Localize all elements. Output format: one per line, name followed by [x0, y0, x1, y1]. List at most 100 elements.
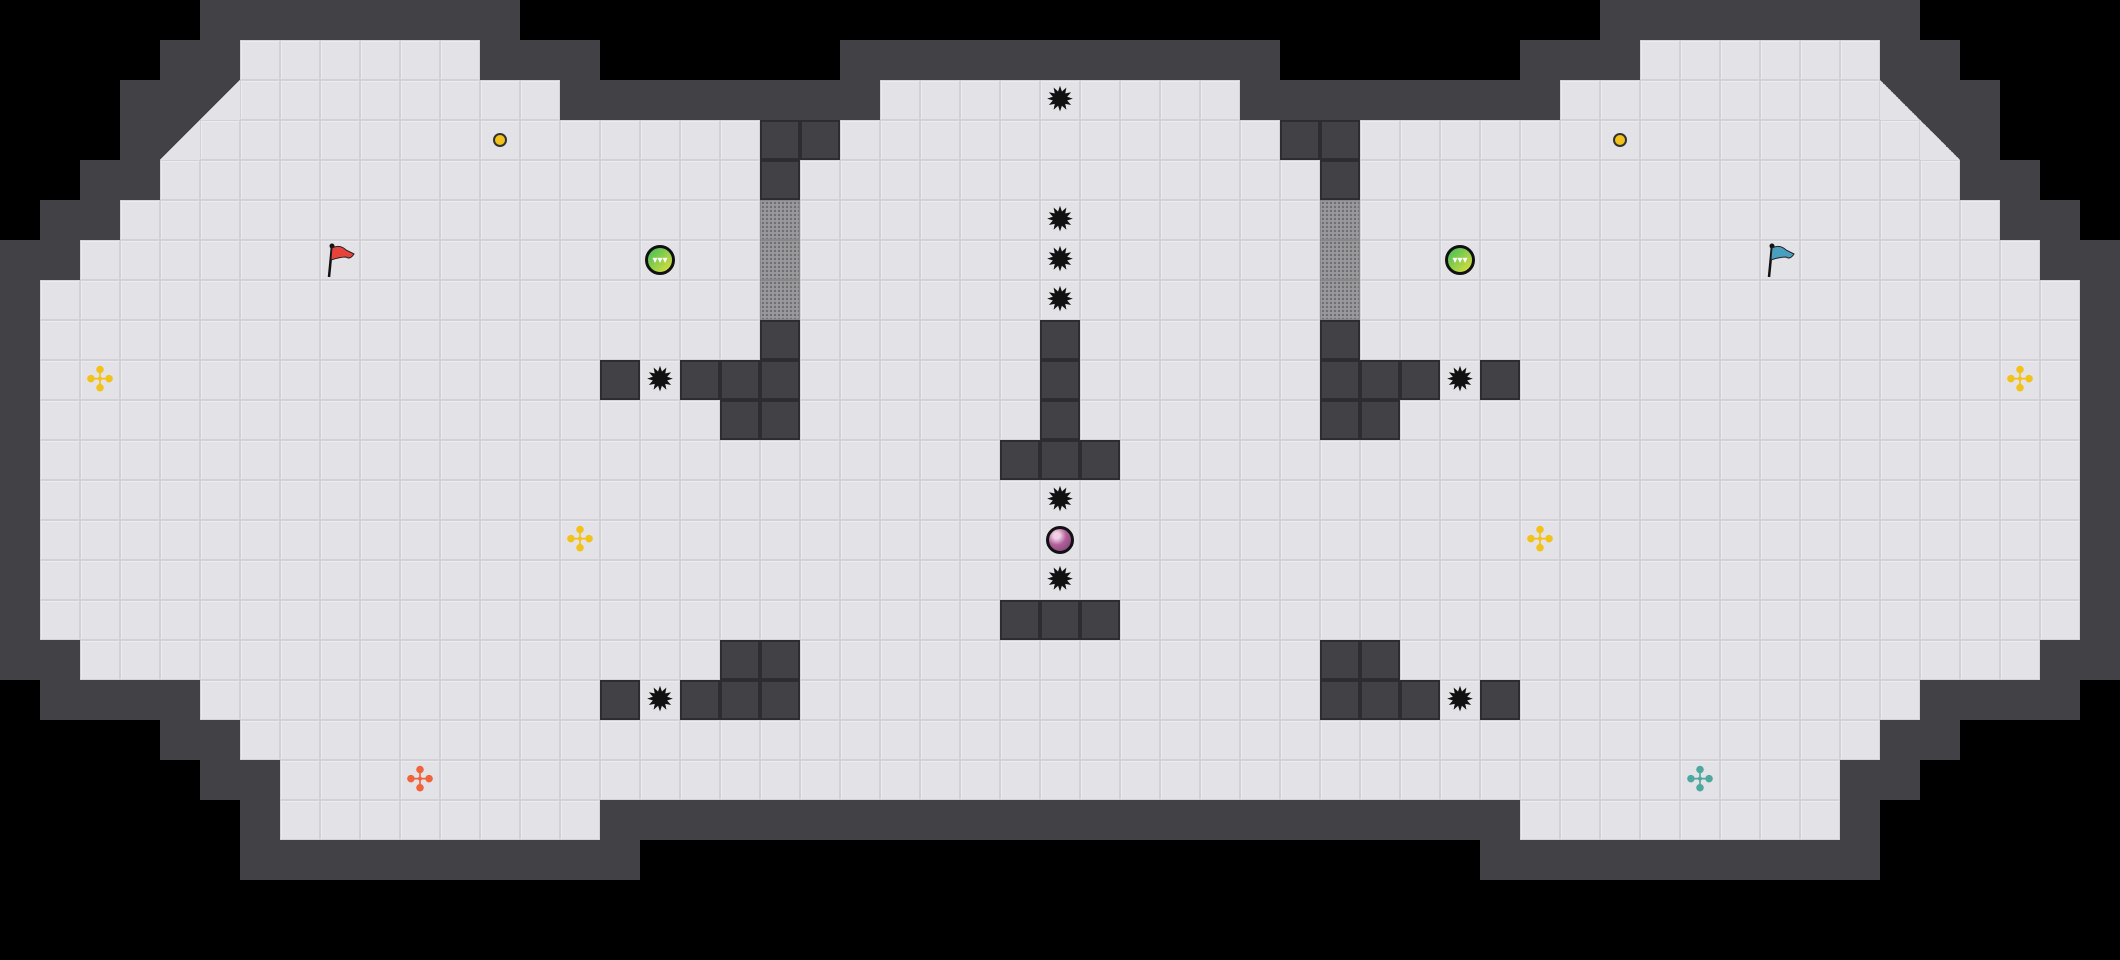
floor-tile: [240, 120, 280, 160]
floor-tile: [1600, 760, 1640, 800]
floor-tile: [2040, 480, 2080, 520]
floor-tile: [1280, 160, 1320, 200]
floor-tile: [1440, 720, 1480, 760]
floor-tile: [1960, 600, 2000, 640]
floor-tile: [560, 720, 600, 760]
floor-tile: [480, 760, 520, 800]
floor-tile: [1600, 720, 1640, 760]
floor-tile: [160, 640, 200, 680]
floor-tile: [1560, 640, 1600, 680]
floor-tile: [520, 640, 560, 680]
floor-tile: [200, 120, 240, 160]
wall-tile: [0, 560, 40, 600]
floor-tile: [200, 360, 240, 400]
wall-tile: [2000, 680, 2040, 720]
floor-tile: [1320, 600, 1360, 640]
floor-tile: [440, 480, 480, 520]
wall-block: [720, 680, 760, 720]
floor-tile: [480, 360, 520, 400]
floor-tile: [240, 280, 280, 320]
floor-tile: [520, 280, 560, 320]
floor-tile: [1720, 800, 1760, 840]
floor-tile: [280, 640, 320, 680]
floor-tile: [440, 440, 480, 480]
floor-tile: [1680, 80, 1720, 120]
floor-tile: [600, 600, 640, 640]
spike-icon: ✹: [645, 360, 675, 400]
gate-tile: [760, 280, 800, 320]
floor-tile: [640, 160, 680, 200]
floor-tile: [1360, 200, 1400, 240]
floor-tile: [320, 680, 360, 720]
floor-tile: [1600, 800, 1640, 840]
floor-tile: [1680, 600, 1720, 640]
wall-tile: [0, 640, 40, 680]
wall-tile: [1160, 40, 1200, 80]
floor-tile: [600, 400, 640, 440]
floor-tile: [240, 520, 280, 560]
wall-block: [1320, 160, 1360, 200]
floor-tile: [600, 720, 640, 760]
floor-tile: [1480, 600, 1520, 640]
floor-tile: [600, 520, 640, 560]
floor-tile: [1840, 400, 1880, 440]
floor-tile: [1720, 160, 1760, 200]
floor-tile: [160, 160, 200, 200]
floor-tile: [1400, 400, 1440, 440]
floor-tile: [1760, 320, 1800, 360]
floor-tile: [1040, 200, 1080, 240]
wall-block: [600, 360, 640, 400]
floor-tile: [360, 40, 400, 80]
floor-tile: [2040, 320, 2080, 360]
floor-tile: [920, 360, 960, 400]
wall-tile: [1800, 0, 1840, 40]
wall-tile: [1240, 40, 1280, 80]
floor-tile: [1480, 480, 1520, 520]
floor-tile: [1600, 640, 1640, 680]
wall-tile: [1360, 800, 1400, 840]
floor-tile: [1640, 200, 1680, 240]
wall-tile: [200, 40, 240, 80]
floor-tile: [80, 320, 120, 360]
floor-tile: [120, 440, 160, 480]
floor-tile: [1200, 720, 1240, 760]
floor-tile: [1280, 400, 1320, 440]
wall-tile: [1880, 720, 1920, 760]
wall-tile: [440, 0, 480, 40]
wall-block: [720, 400, 760, 440]
wall-tile: [1320, 800, 1360, 840]
floor-tile: [1680, 640, 1720, 680]
floor-tile: [1440, 640, 1480, 680]
wall-tile: [2080, 280, 2120, 320]
floor-tile: [1400, 520, 1440, 560]
diagonal-wall-tile: [1920, 120, 1960, 160]
floor-tile: [1800, 40, 1840, 80]
bomb-icon: [1046, 526, 1074, 554]
floor-tile: [920, 440, 960, 480]
wall-tile: [2080, 360, 2120, 400]
floor-tile: [1840, 640, 1880, 680]
floor-tile: [1560, 280, 1600, 320]
floor-tile: [480, 160, 520, 200]
floor-tile: [720, 560, 760, 600]
floor-tile: [640, 520, 680, 560]
floor-tile: [1640, 760, 1680, 800]
floor-tile: [1760, 480, 1800, 520]
floor-tile: [160, 280, 200, 320]
floor-tile: [560, 400, 600, 440]
floor-tile: [1520, 800, 1560, 840]
bomb: [1040, 520, 1080, 560]
floor-tile: [1280, 240, 1320, 280]
floor-tile: [760, 600, 800, 640]
floor-tile: [680, 480, 720, 520]
floor-tile: [320, 800, 360, 840]
wall-tile: [1680, 0, 1720, 40]
floor-tile: [1120, 680, 1160, 720]
floor-tile: [1360, 600, 1400, 640]
floor-tile: [1800, 800, 1840, 840]
floor-tile: [1400, 320, 1440, 360]
floor-tile: [1080, 400, 1120, 440]
floor-tile: [1400, 200, 1440, 240]
wall-block: [1320, 320, 1360, 360]
floor-tile: [560, 360, 600, 400]
